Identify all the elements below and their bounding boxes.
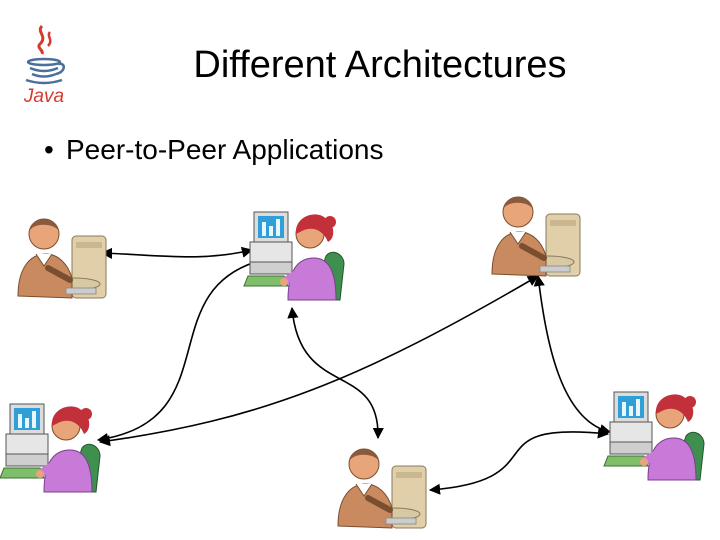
- man-at-computer-icon: [492, 197, 580, 276]
- connection-lines: [96, 246, 612, 495]
- connection-line: [100, 246, 254, 259]
- peer-woman-top: [244, 212, 344, 300]
- woman-at-computer-icon: [244, 212, 344, 300]
- bullet-marker: •: [44, 134, 54, 165]
- man-at-computer-icon: [18, 219, 106, 298]
- connection-line: [428, 427, 610, 495]
- peer-man-right: [492, 197, 580, 276]
- java-coffee-cup-icon: [25, 24, 65, 85]
- bullet-text: Peer-to-Peer Applications: [66, 134, 384, 165]
- man-at-computer-icon: [338, 449, 426, 528]
- connection-line: [96, 257, 264, 445]
- peer-woman-left: [0, 404, 100, 492]
- connection-line: [533, 274, 612, 436]
- peer-woman-right: [604, 392, 704, 480]
- woman-at-computer-icon: [0, 404, 100, 492]
- peer-man-bottom: [338, 449, 426, 528]
- slide-title: Different Architectures: [193, 44, 567, 86]
- bullet-item: • Peer-to-Peer Applications: [44, 134, 384, 166]
- java-logo: Java: [23, 24, 65, 106]
- connection-line: [98, 275, 539, 447]
- woman-at-computer-icon: [604, 392, 704, 480]
- connection-line: [287, 306, 384, 440]
- peer-man-left: [18, 219, 106, 298]
- java-logo-text: Java: [23, 86, 64, 106]
